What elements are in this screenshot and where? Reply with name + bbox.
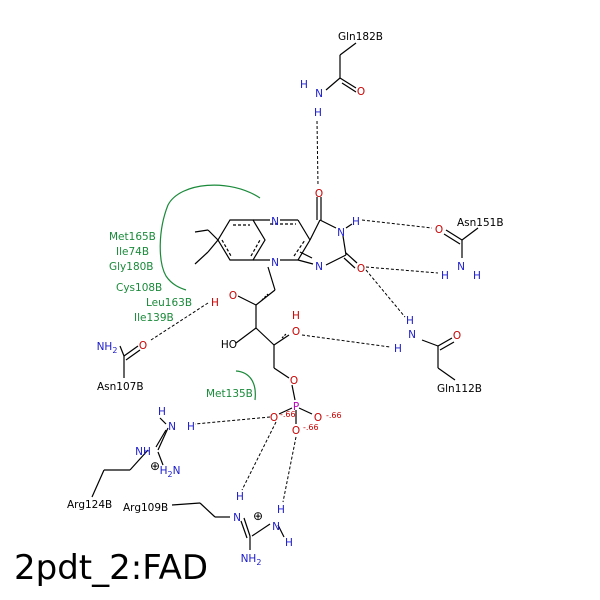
gln112-o: O	[453, 330, 461, 342]
arg109-h3: H	[285, 537, 293, 549]
hbond-o3-gln112	[301, 334, 391, 348]
gln182-h2: H	[314, 107, 322, 119]
hbond-op-arg124	[194, 416, 271, 425]
label-gly180b: Gly180B	[109, 261, 154, 273]
arg109-h1: H	[236, 491, 244, 503]
asn107-nh2: NH2	[97, 341, 118, 355]
label-leu163b: Leu163B	[146, 297, 192, 309]
label-arg109b: Arg109B	[123, 502, 168, 514]
arg124-nh: NH	[135, 446, 151, 458]
arg124-h1: H	[158, 406, 166, 418]
gln182-n: N	[315, 88, 323, 100]
asn107-sub2: 2	[112, 346, 117, 355]
hbond-o2-asn151	[365, 266, 439, 274]
arg109-n2: N	[272, 521, 280, 533]
atom-o2-prime: O	[229, 290, 237, 302]
charge-op2: -.66	[326, 411, 342, 420]
arg124-n1: N	[168, 421, 176, 433]
label-met165b: Met165B	[109, 231, 156, 243]
arg109-sub2: 2	[256, 558, 261, 567]
label-cys108b: Cys108B	[116, 282, 162, 294]
charge-op1: -.66	[280, 410, 296, 419]
hbond-ho-asn107	[150, 302, 209, 341]
atom-n3: N	[337, 227, 345, 239]
atom-n3-h: H	[352, 216, 360, 228]
hbond-gln182-o4	[316, 120, 319, 187]
arg124-sub2: 2	[167, 470, 172, 479]
arg124-h2: H	[187, 421, 195, 433]
atom-p: P	[293, 401, 299, 413]
gln182-o: O	[357, 86, 365, 98]
residue-bonds	[91, 42, 479, 550]
residue-atoms: N H H O O N H H O H N H NH2 O H N H NH H…	[97, 79, 481, 567]
atom-o4-prime-h: H	[292, 310, 300, 322]
hydrophobic-labels: Met165B Ile74B Gly180B Cys108B Leu163B I…	[109, 231, 253, 400]
diagram-title: 2pdt_2:FAD	[14, 548, 209, 588]
atom-n10: N	[271, 257, 279, 269]
hbond-op-arg109b	[282, 436, 297, 503]
asn107-o: O	[139, 340, 147, 352]
residue-labels: Gln182B Asn151B Gln112B Asn107B Arg124B …	[67, 31, 504, 514]
charge-op3: -.66	[303, 423, 319, 432]
arg109-h2: H	[277, 504, 285, 516]
atom-n5: N	[271, 216, 279, 228]
asn151-h1: H	[441, 270, 449, 282]
hbond-n3h-asn151	[361, 219, 433, 229]
ring-benzene	[217, 219, 266, 261]
arg124-h: H	[160, 465, 168, 477]
label-asn107b: Asn107B	[97, 381, 144, 393]
arg109-n1: N	[233, 512, 241, 524]
arg109-nh: NH	[241, 553, 257, 565]
arg109-plus: ⊕	[253, 509, 263, 523]
hydrogen-bonds	[150, 120, 439, 503]
arg124-plus: ⊕	[150, 459, 160, 473]
arg109-nh2: NH2	[241, 553, 262, 567]
label-asn151b: Asn151B	[457, 217, 504, 229]
atom-o5-prime: O	[290, 375, 298, 387]
hbond-op-arg109a	[241, 421, 277, 491]
atom-o2-prime-h: H	[211, 297, 219, 309]
hbond-o2-gln112	[365, 269, 406, 318]
label-gln182b: Gln182B	[338, 31, 383, 43]
label-arg124b: Arg124B	[67, 499, 112, 511]
atom-n1: N	[315, 261, 323, 273]
partial-charges: -.66 -.66 -.66	[280, 410, 342, 432]
asn107-nh: NH	[97, 341, 113, 353]
atom-o3-prime: HO	[221, 339, 237, 351]
gln112-n: N	[408, 329, 416, 341]
asn151-o: O	[435, 224, 443, 236]
ligand-atoms: N N N N H O O O H HO O H O P O O O	[211, 188, 365, 437]
asn151-n: N	[457, 261, 465, 273]
atom-o4-prime: O	[292, 326, 300, 338]
atom-o4: O	[315, 188, 323, 200]
asn151-h2: H	[473, 270, 481, 282]
hydrophobic-arcs	[159, 184, 261, 401]
label-gln112b: Gln112B	[437, 383, 482, 395]
ligand-bonds	[194, 197, 358, 424]
label-ile139b: Ile139B	[134, 312, 174, 324]
gln112-h2: H	[394, 343, 402, 355]
arg124-n: N	[173, 465, 181, 477]
gln112-h1: H	[406, 315, 414, 327]
label-ile74b: Ile74B	[116, 246, 149, 258]
gln182-h1: H	[300, 79, 308, 91]
hydrophobic-arc-upper	[159, 184, 261, 291]
atom-op2: O	[314, 412, 322, 424]
atom-op1: O	[270, 412, 278, 424]
atom-op3: O	[292, 425, 300, 437]
arg124-nh2: H2N	[160, 465, 181, 479]
hydrophobic-arc-met135	[235, 370, 256, 401]
label-met135b: Met135B	[206, 388, 253, 400]
atom-o2: O	[357, 263, 365, 275]
